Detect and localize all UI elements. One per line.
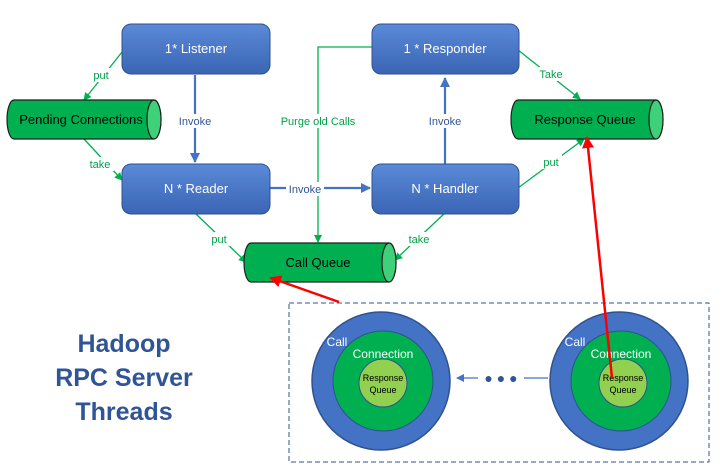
label-take-response: Take [539, 69, 562, 81]
label-put-call: put [211, 234, 226, 246]
label-invoke-handler: Invoke [429, 116, 461, 128]
reader-box [121, 163, 271, 215]
call-queue-label: Call Queue [285, 255, 350, 270]
label-purge-old-calls: Purge old Calls [281, 116, 356, 128]
reader-label: N * Reader [164, 181, 229, 196]
connection-right: Call Connection Response Queue [549, 311, 689, 451]
listener-box [121, 23, 271, 75]
pending-connections-label: Pending Connections [19, 112, 143, 127]
label-take-call: take [409, 234, 430, 246]
queue-call [243, 242, 397, 283]
call-label-left: Call [327, 335, 348, 349]
response-queue-circle-left [358, 358, 408, 408]
label-invoke-reader: Invoke [289, 184, 321, 196]
title-line-2: RPC Server [55, 364, 193, 392]
response-queue-label-left-1: Response [363, 373, 404, 383]
queue-response [510, 99, 664, 140]
red-arrow-to-call-queue [269, 275, 340, 304]
green-edges [83, 46, 585, 263]
listener-label: 1* Listener [165, 41, 228, 56]
title-line-3: Threads [75, 398, 172, 426]
ellipsis-dots: ● ● ● [484, 370, 517, 386]
title-line-1: Hadoop [77, 330, 170, 358]
connection-label-left: Connection [353, 347, 414, 361]
connections-group-frame [288, 302, 710, 463]
label-take-pending: take [90, 159, 111, 171]
edge-purge-old-calls [314, 46, 372, 243]
response-queue-label-right-2: Queue [609, 385, 636, 395]
connection-label-right: Connection [591, 347, 652, 361]
label-invoke-listener: Invoke [179, 116, 211, 128]
response-queue-label-left-2: Queue [369, 385, 396, 395]
responder-label: 1 * Responder [403, 41, 487, 56]
red-arrow-to-response-queue [582, 136, 614, 379]
label-put-response: put [543, 157, 558, 169]
responder-box [371, 23, 520, 75]
response-queue-label-right-1: Response [603, 373, 644, 383]
response-queue-circle-right [598, 358, 648, 408]
handler-box [371, 163, 520, 215]
response-queue-label: Response Queue [534, 112, 635, 127]
call-label-right: Call [565, 335, 586, 349]
queue-pending-connections [6, 99, 162, 140]
label-put-pending: put [93, 70, 108, 82]
handler-label: N * Handler [411, 181, 479, 196]
connection-left: Call Connection Response Queue [311, 311, 451, 451]
